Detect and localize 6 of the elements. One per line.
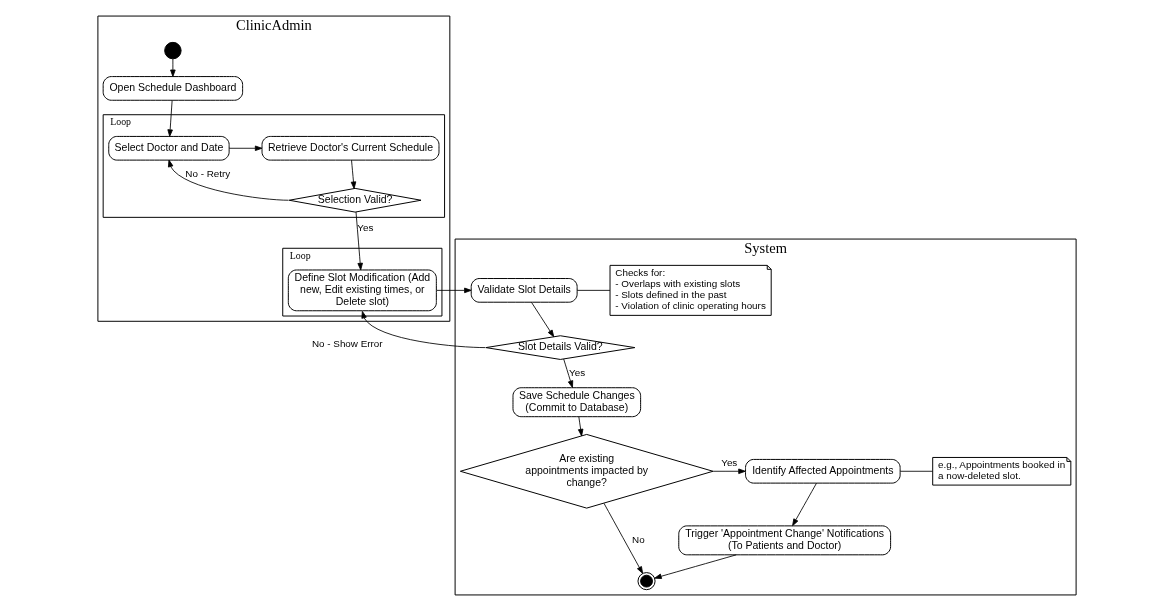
edge-label: No - Show Error (311, 337, 383, 349)
edge-label: Yes (721, 457, 738, 469)
edge-label: No (632, 533, 645, 545)
edge-label: Yes (569, 366, 586, 378)
edge-label: Yes (357, 221, 374, 233)
edge-label: No - Retry (185, 167, 231, 179)
